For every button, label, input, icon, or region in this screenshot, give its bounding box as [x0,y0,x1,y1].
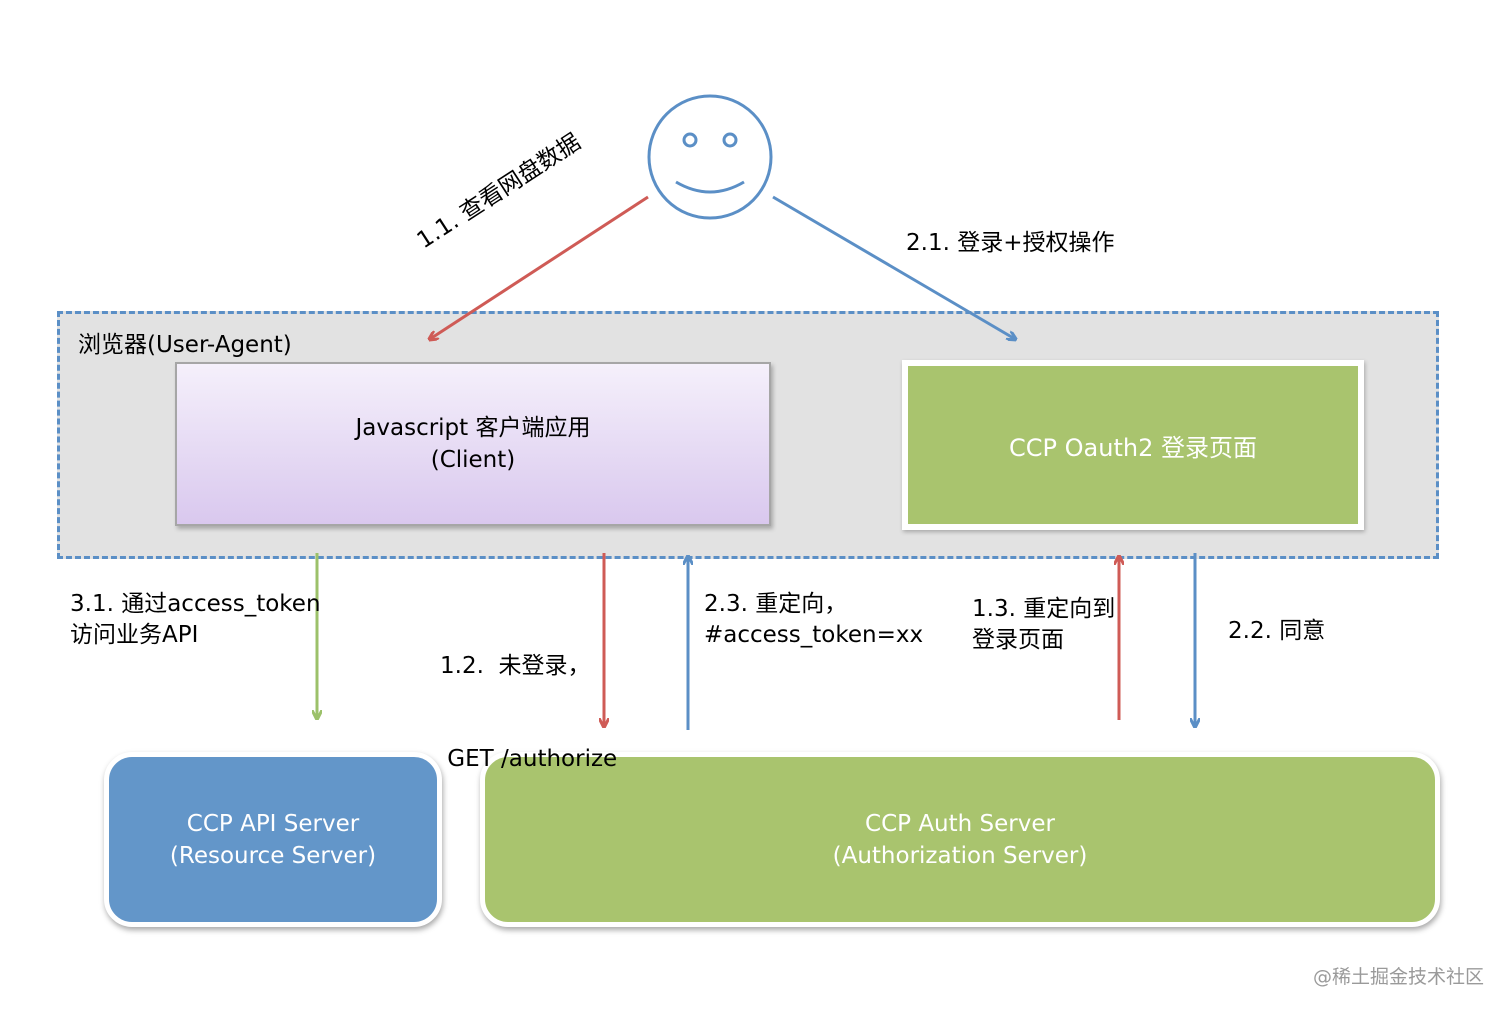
client-box: Javascript 客户端应用 (Client) [175,362,771,526]
watermark: @稀土掘金技术社区 [1312,966,1484,988]
step-3-1-label: 3.1. 通过access_token 访问业务API [70,591,321,648]
login-page-label: CCP Oauth2 登录页面 [1009,433,1257,462]
client-subtitle: (Client) [430,447,516,473]
browser-label: 浏览器(User-Agent) [78,332,292,358]
auth-server-box: CCP Auth Server (Authorization Server) [480,752,1440,927]
auth-server-title: CCP Auth Server [865,810,1055,837]
login-page-box: CCP Oauth2 登录页面 [902,360,1364,530]
client-title: Javascript 客户端应用 [355,415,591,441]
arrow-1-1 [430,195,649,339]
api-server-title: CCP API Server [186,810,360,837]
step-2-2-label: 2.2. 同意 [1228,618,1326,644]
step-1-3-label: 1.3. 重定向到 登录页面 [972,596,1116,653]
api-server-box: CCP API Server (Resource Server) [104,752,442,927]
step-2-3-label: 2.3. 重定向， #access_token=xx [704,591,924,648]
step-1-2-label: 1.2. 未登录， GET /authorize [440,653,618,772]
arrow-2-1 [772,195,1015,339]
smiley-face-icon [647,94,773,220]
auth-server-subtitle: (Authorization Server) [832,842,1088,869]
step-2-1-label: 2.1. 登录+授权操作 [906,230,1115,256]
api-server-subtitle: (Resource Server) [169,842,377,869]
